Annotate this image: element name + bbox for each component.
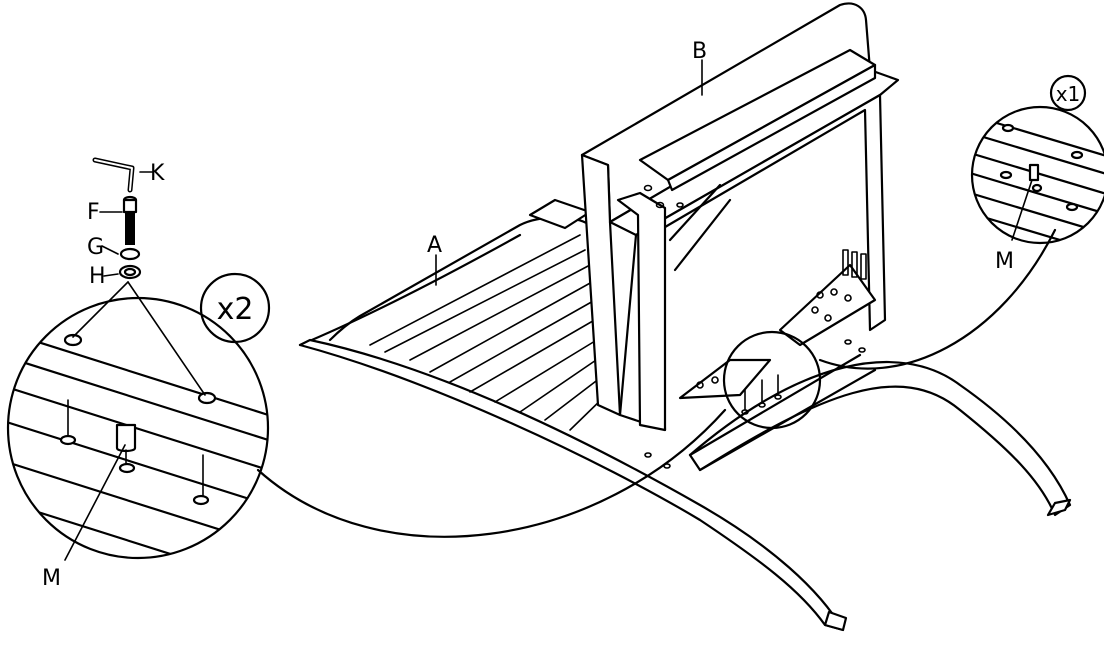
detail-right-magnified <box>970 105 1104 245</box>
label-part-g: G <box>87 235 104 260</box>
label-part-k: K <box>150 161 165 186</box>
label-part-h: H <box>89 264 106 289</box>
connector-left <box>256 408 727 538</box>
hardware-stack <box>92 157 153 280</box>
qty-label-left: x2 <box>217 292 254 327</box>
label-part-b: B <box>692 39 707 64</box>
label-part-a: A <box>427 233 442 258</box>
label-part-m-left: M <box>42 566 61 591</box>
label-part-f: F <box>87 200 100 225</box>
label-part-m-right: M <box>995 249 1014 274</box>
qty-label-right: x1 <box>1056 82 1081 106</box>
backrest-frame <box>580 2 900 432</box>
chair-body <box>298 198 1072 632</box>
detail-marker-circle <box>722 330 822 430</box>
qty-badge-right: x1 <box>1049 74 1087 112</box>
qty-badge-left: x2 <box>199 272 271 344</box>
connector-right <box>818 228 1057 370</box>
